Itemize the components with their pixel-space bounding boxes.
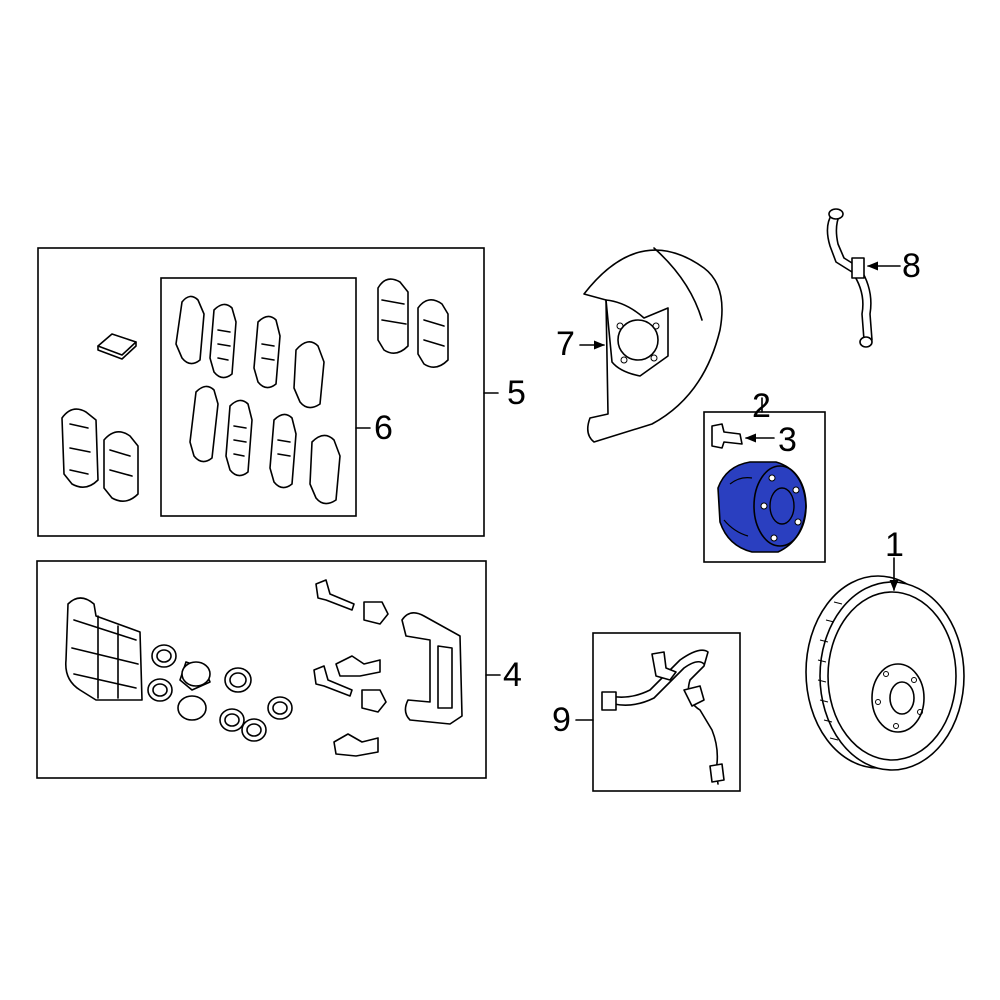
hub-bearing-assembly[interactable]: [717, 461, 807, 553]
callout-5: 5: [507, 374, 526, 412]
callout-2: 2: [752, 387, 771, 425]
caliper-seals-pistons[interactable]: [147, 644, 293, 742]
callout-3: 3: [778, 421, 797, 459]
pad-shim[interactable]: [97, 333, 137, 360]
brake-pad-outer-left[interactable]: [61, 408, 139, 502]
callout-6: 6: [374, 409, 393, 447]
callout-8: 8: [902, 247, 921, 285]
splash-shield[interactable]: [583, 247, 723, 443]
caliper-box: [36, 560, 487, 779]
callout-7: 7: [556, 325, 575, 363]
brake-hose[interactable]: [826, 208, 873, 348]
brake-rotor[interactable]: [805, 575, 965, 771]
caliper-housing[interactable]: [64, 597, 143, 701]
brake-pad-outer-right[interactable]: [377, 278, 449, 368]
wheel-stud[interactable]: [711, 423, 743, 449]
hub-box: [703, 411, 826, 563]
callout-1: 1: [885, 526, 904, 564]
pad-set-box: [160, 277, 357, 517]
abs-sensor-box: [592, 632, 741, 792]
inner-pads-set[interactable]: [175, 295, 341, 505]
callout-4: 4: [503, 656, 522, 694]
callout-9: 9: [552, 701, 571, 739]
pad-clips[interactable]: [333, 655, 381, 757]
guide-pins[interactable]: [313, 579, 389, 713]
caliper-bracket[interactable]: [401, 612, 463, 725]
abs-sensor-wire[interactable]: [601, 649, 725, 785]
pad-kit-box: [37, 247, 485, 537]
